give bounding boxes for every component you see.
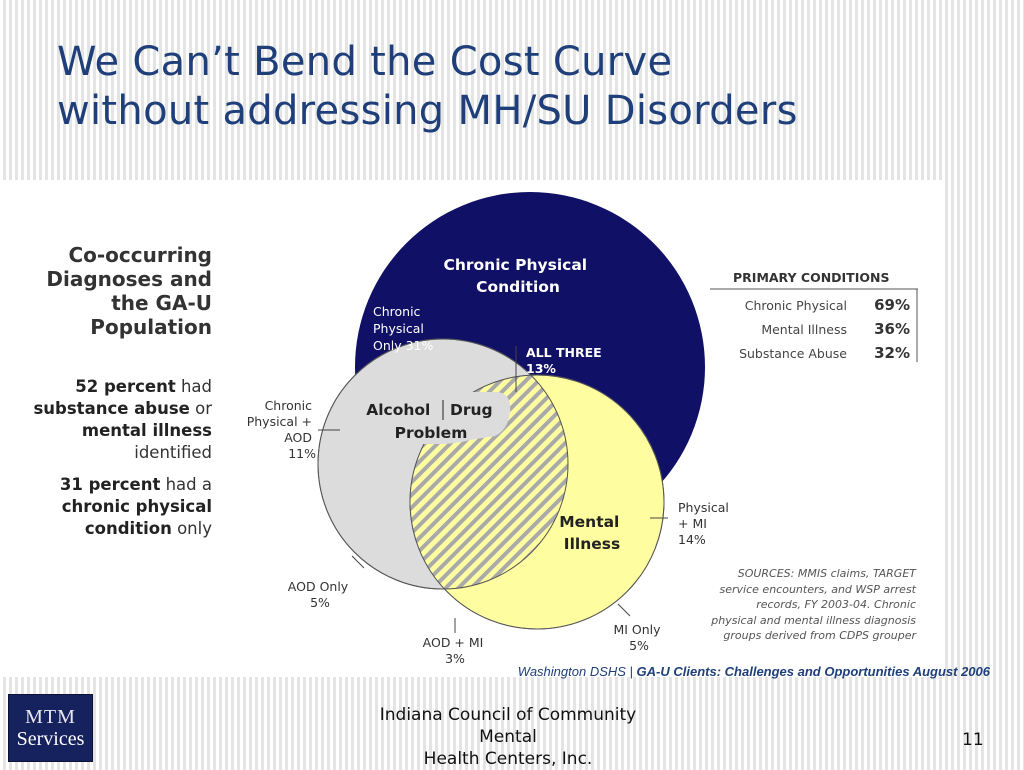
stat-chronic-only: 31 percent had a chronic physical condit… bbox=[0, 474, 212, 540]
aod-only-leader bbox=[351, 555, 365, 569]
stat-text: identified bbox=[134, 443, 212, 462]
chronic-title: Chronic Physical Condition bbox=[443, 256, 592, 296]
sources-line: records, FY 2003-04. Chronic bbox=[756, 598, 916, 611]
sources-line: SOURCES: MMIS claims, TARGET bbox=[737, 567, 916, 580]
aod-mi-label: AOD + MI 3% bbox=[423, 635, 488, 666]
slide-title-line: We Can’t Bend the Cost Curve bbox=[57, 39, 673, 85]
condition-value: 32% bbox=[874, 344, 910, 362]
sources-line: service encounters, and WSP arrest bbox=[719, 582, 916, 596]
side-heading-line: the GA-U bbox=[111, 291, 212, 315]
citation-org: Washington DSHS | bbox=[517, 664, 633, 679]
logo-line: Services bbox=[16, 728, 85, 750]
side-heading-line: Diagnoses and bbox=[46, 267, 212, 291]
primary-conditions-table: PRIMARY CONDITIONS Chronic Physical 69% … bbox=[710, 270, 918, 362]
stat-text: had bbox=[175, 377, 212, 396]
stat-text-bold: condition bbox=[84, 519, 172, 538]
aod-circle-outline bbox=[317, 338, 569, 590]
condition-label: Chronic Physical bbox=[745, 298, 847, 313]
stat-text: had a bbox=[160, 475, 212, 494]
stat-text-bold: chronic physical bbox=[61, 497, 212, 516]
chronic-aod-label: Chronic Physical + AOD 11% bbox=[247, 398, 316, 461]
primary-conditions-header: PRIMARY CONDITIONS bbox=[733, 270, 889, 285]
mi-circle-outline bbox=[409, 374, 665, 630]
footer-org-line: Indiana Council of Community Mental bbox=[379, 705, 637, 747]
page-number: 11 bbox=[962, 730, 984, 750]
side-heading: Co-occurring Diagnoses and the GA-U Popu… bbox=[0, 243, 212, 339]
citation: Washington DSHS | GA-U Clients: Challeng… bbox=[518, 664, 990, 679]
citation-title: GA-U Clients: Challenges and Opportuniti… bbox=[632, 664, 990, 679]
aod-label: Alcohol Drug Problem bbox=[366, 401, 498, 442]
slide-title: We Can’t Bend the Cost Curve without add… bbox=[57, 38, 798, 136]
condition-value: 69% bbox=[874, 296, 910, 314]
side-heading-line: Co-occurring bbox=[68, 243, 212, 267]
stat-text-bold: mental illness bbox=[81, 421, 212, 440]
logo-line: MTM bbox=[25, 706, 76, 728]
condition-label: Mental Illness bbox=[761, 322, 847, 337]
footer-organization: Indiana Council of Community Mental Heal… bbox=[358, 704, 658, 770]
slide-title-line: without addressing MH/SU Disorders bbox=[57, 88, 798, 134]
stat-text: only bbox=[171, 519, 212, 538]
stat-substance-mental: 52 percent had substance abuse or mental… bbox=[0, 376, 212, 464]
mental-illness-label: Mental Illness bbox=[559, 513, 625, 553]
stat-value: 31 percent bbox=[59, 475, 161, 494]
sources-line: physical and mental illness diagnosis bbox=[711, 613, 916, 627]
condition-label: Substance Abuse bbox=[739, 346, 847, 361]
aod-label-blob bbox=[340, 392, 511, 444]
stat-value: 52 percent bbox=[75, 377, 176, 396]
sources-line: groups derived from CDPS grouper bbox=[723, 629, 916, 642]
all-three-label: ALL THREE 13% bbox=[526, 345, 606, 376]
mi-only-leader bbox=[617, 603, 631, 617]
aod-only-label: AOD Only 5% bbox=[288, 579, 352, 610]
sources-note: SOURCES: MMIS claims, TARGET service enc… bbox=[672, 566, 916, 644]
footer-org-line: Health Centers, Inc. bbox=[423, 749, 593, 769]
mtm-services-logo: MTM Services bbox=[8, 694, 93, 762]
mi-only-label: MI Only 5% bbox=[613, 622, 664, 653]
stat-text-bold: substance abuse bbox=[33, 399, 190, 418]
condition-value: 36% bbox=[874, 320, 910, 338]
chronic-only-label: Chronic Physical Only 31% bbox=[373, 304, 434, 353]
physical-mi-label: Physical + MI 14% bbox=[678, 500, 733, 547]
side-heading-line: Population bbox=[90, 315, 212, 339]
stat-text: or bbox=[189, 399, 212, 418]
venn-diagram: Chronic Physical Condition Chronic Physi… bbox=[247, 192, 918, 666]
figure-panel: Co-occurring Diagnoses and the GA-U Popu… bbox=[0, 180, 944, 677]
